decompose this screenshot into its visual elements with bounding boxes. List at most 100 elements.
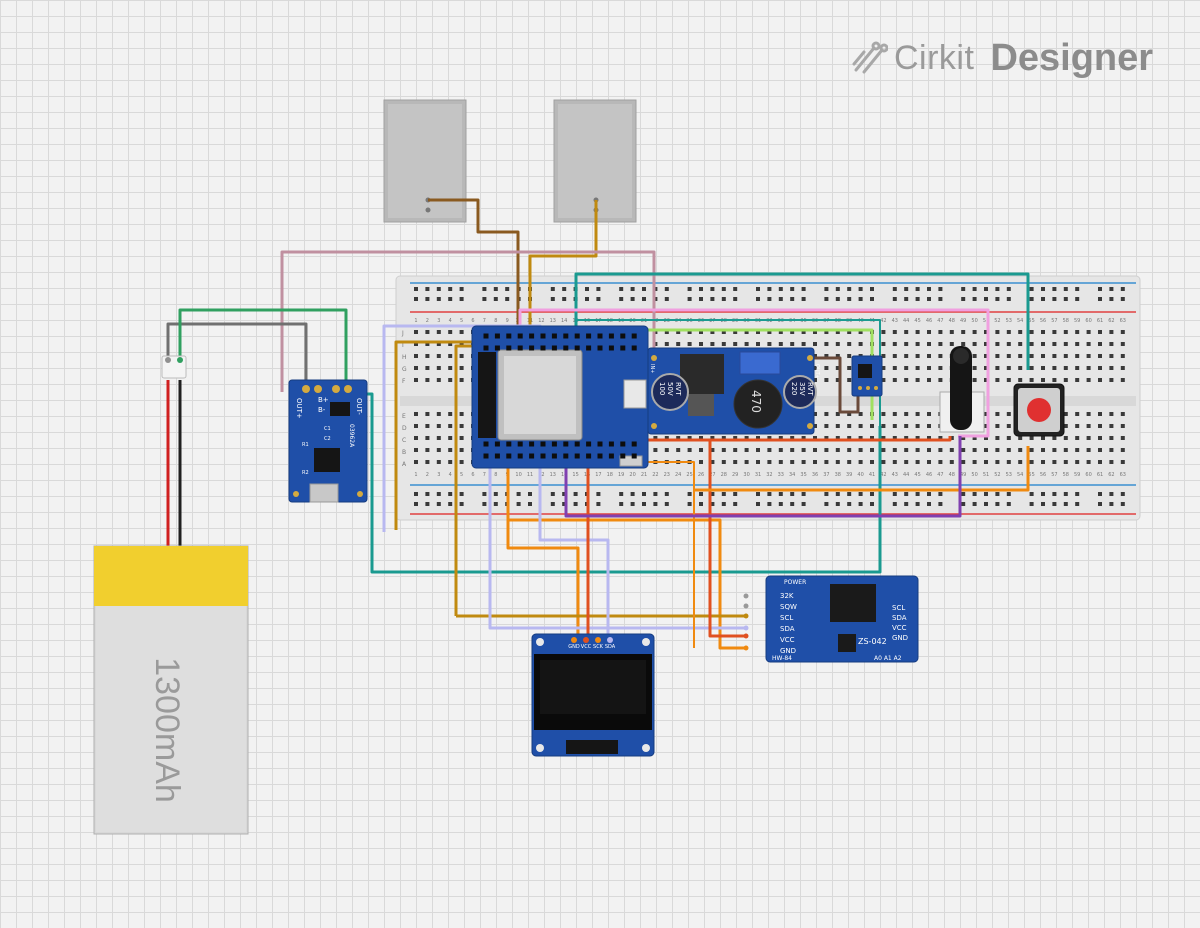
svg-text:36: 36: [812, 472, 818, 478]
svg-text:43: 43: [892, 318, 898, 324]
svg-text:55: 55: [1028, 472, 1034, 478]
svg-text:62: 62: [1108, 318, 1114, 324]
svg-text:B: B: [402, 449, 406, 456]
svg-text:21: 21: [641, 472, 647, 478]
svg-text:45: 45: [914, 318, 920, 324]
charger-r2-label: R2: [302, 470, 309, 476]
buck-out-plus-label: OUT+: [814, 364, 820, 379]
wire-lavender-sda: [538, 450, 610, 640]
buck-cap2-line1: 220: [790, 382, 798, 395]
svg-text:G: G: [402, 366, 407, 373]
svg-text:58: 58: [1063, 472, 1069, 478]
svg-text:10: 10: [515, 472, 521, 478]
rtc-address-label: A0 A1 A2: [874, 655, 902, 662]
buck-in-plus-label: IN+: [649, 364, 655, 373]
svg-text:56: 56: [1040, 318, 1046, 324]
wire-brown-buck: [812, 356, 860, 414]
svg-text:3: 3: [437, 472, 440, 478]
rtc-pin-gnd-label: GND: [780, 647, 796, 655]
oled-display-module[interactable]: GND VCC SCK SDA: [531, 633, 655, 757]
svg-text:60: 60: [1085, 472, 1091, 478]
svg-text:41: 41: [869, 472, 875, 478]
wire-pink-top: [280, 250, 656, 392]
svg-text:6: 6: [471, 318, 474, 324]
rtc-right-scl-label: SCL: [892, 604, 905, 612]
svg-text:47: 47: [937, 318, 943, 324]
svg-text:51: 51: [983, 318, 989, 324]
svg-text:30: 30: [743, 472, 749, 478]
cirkit-logo-icon: [852, 41, 888, 74]
svg-text:23: 23: [664, 472, 670, 478]
svg-text:2: 2: [426, 472, 429, 478]
svg-text:5: 5: [460, 472, 463, 478]
svg-text:F: F: [402, 378, 406, 385]
svg-text:22: 22: [652, 472, 658, 478]
small-sensor-module[interactable]: [851, 355, 883, 397]
svg-text:I: I: [402, 342, 404, 349]
svg-text:57: 57: [1051, 318, 1057, 324]
wire-teal-top: [574, 272, 1030, 370]
wire-orange-esp-rtc: [506, 450, 580, 640]
svg-text:40: 40: [857, 472, 863, 478]
tp4056-charger-module[interactable]: OUT+ B+ B- OUT- 03962A R1 R2 C1 C2: [288, 379, 368, 503]
svg-text:58: 58: [1063, 318, 1069, 324]
svg-text:8: 8: [494, 318, 497, 324]
wire-purple: [564, 436, 962, 518]
push-button[interactable]: [1013, 383, 1065, 437]
svg-text:42: 42: [880, 318, 886, 324]
svg-text:50: 50: [971, 472, 977, 478]
svg-text:1: 1: [414, 472, 417, 478]
svg-text:62: 62: [1108, 472, 1114, 478]
charger-out-minus-label: OUT-: [355, 398, 363, 415]
oled-pin-sda-label: SDA: [605, 644, 616, 650]
svg-text:59: 59: [1074, 472, 1080, 478]
svg-text:A: A: [402, 461, 407, 468]
svg-text:14: 14: [561, 318, 567, 324]
svg-text:55: 55: [1028, 318, 1034, 324]
esp32-devkit[interactable]: [471, 325, 649, 469]
svg-text:50: 50: [971, 318, 977, 324]
xl4015-buck-converter[interactable]: 100 50V RVT 220 35V RVT 470 IN+ OUT+: [647, 347, 820, 435]
buck-cap1-line3: RVT: [674, 382, 682, 396]
svg-text:46: 46: [926, 472, 932, 478]
svg-text:45: 45: [914, 472, 920, 478]
cirkit-designer-logo: Cirkit Designer: [852, 34, 1182, 82]
wire-gray-charger: [166, 322, 308, 388]
esp32-pin-headers: [483, 333, 637, 459]
svg-text:49: 49: [960, 318, 966, 324]
svg-text:44: 44: [903, 318, 909, 324]
svg-text:37: 37: [823, 472, 829, 478]
svg-text:53: 53: [1006, 472, 1012, 478]
wires: [166, 198, 1030, 650]
svg-text:56: 56: [1040, 472, 1046, 478]
buck-cap2-line3: RVT: [806, 382, 814, 396]
charger-chip-code: 03962A: [348, 424, 355, 448]
logo-product-text: Designer: [990, 36, 1154, 79]
potentiometer[interactable]: [939, 346, 985, 433]
charger-r1-label: R1: [302, 442, 309, 448]
charger-b-minus-label: B-: [318, 406, 326, 414]
wire-teal-charger: [362, 392, 882, 574]
rtc-right-sda-label: SDA: [892, 614, 907, 622]
svg-text:34: 34: [789, 472, 795, 478]
svg-text:C: C: [402, 437, 406, 444]
breadboard-row-labels: J I H G F E D C B A: [401, 330, 407, 468]
rtc-right-vcc-label: VCC: [892, 624, 907, 632]
wire-brown-touch-left: [428, 198, 520, 330]
svg-text:H: H: [402, 354, 407, 361]
svg-text:33: 33: [778, 472, 784, 478]
ds3231-rtc-module[interactable]: POWER 32K SQW SCL SDA VCC GND SCL SDA VC…: [743, 575, 919, 663]
svg-text:2: 2: [426, 318, 429, 324]
svg-text:26: 26: [698, 472, 704, 478]
rtc-pin-sqw-label: SQW: [780, 603, 797, 611]
lipo-battery[interactable]: 1300mAh: [93, 355, 249, 835]
rtc-pin-sda-label: SDA: [780, 625, 795, 633]
svg-text:59: 59: [1074, 318, 1080, 324]
charger-c2-label: C2: [324, 436, 331, 442]
rtc-pin-32k-label: 32K: [780, 592, 794, 600]
svg-text:54: 54: [1017, 472, 1023, 478]
battery-capacity-label: 1300mAh: [148, 657, 186, 803]
touch-pad-left[interactable]: [383, 99, 467, 223]
svg-text:51: 51: [983, 472, 989, 478]
oled-pin-vcc-label: VCC: [581, 644, 592, 650]
